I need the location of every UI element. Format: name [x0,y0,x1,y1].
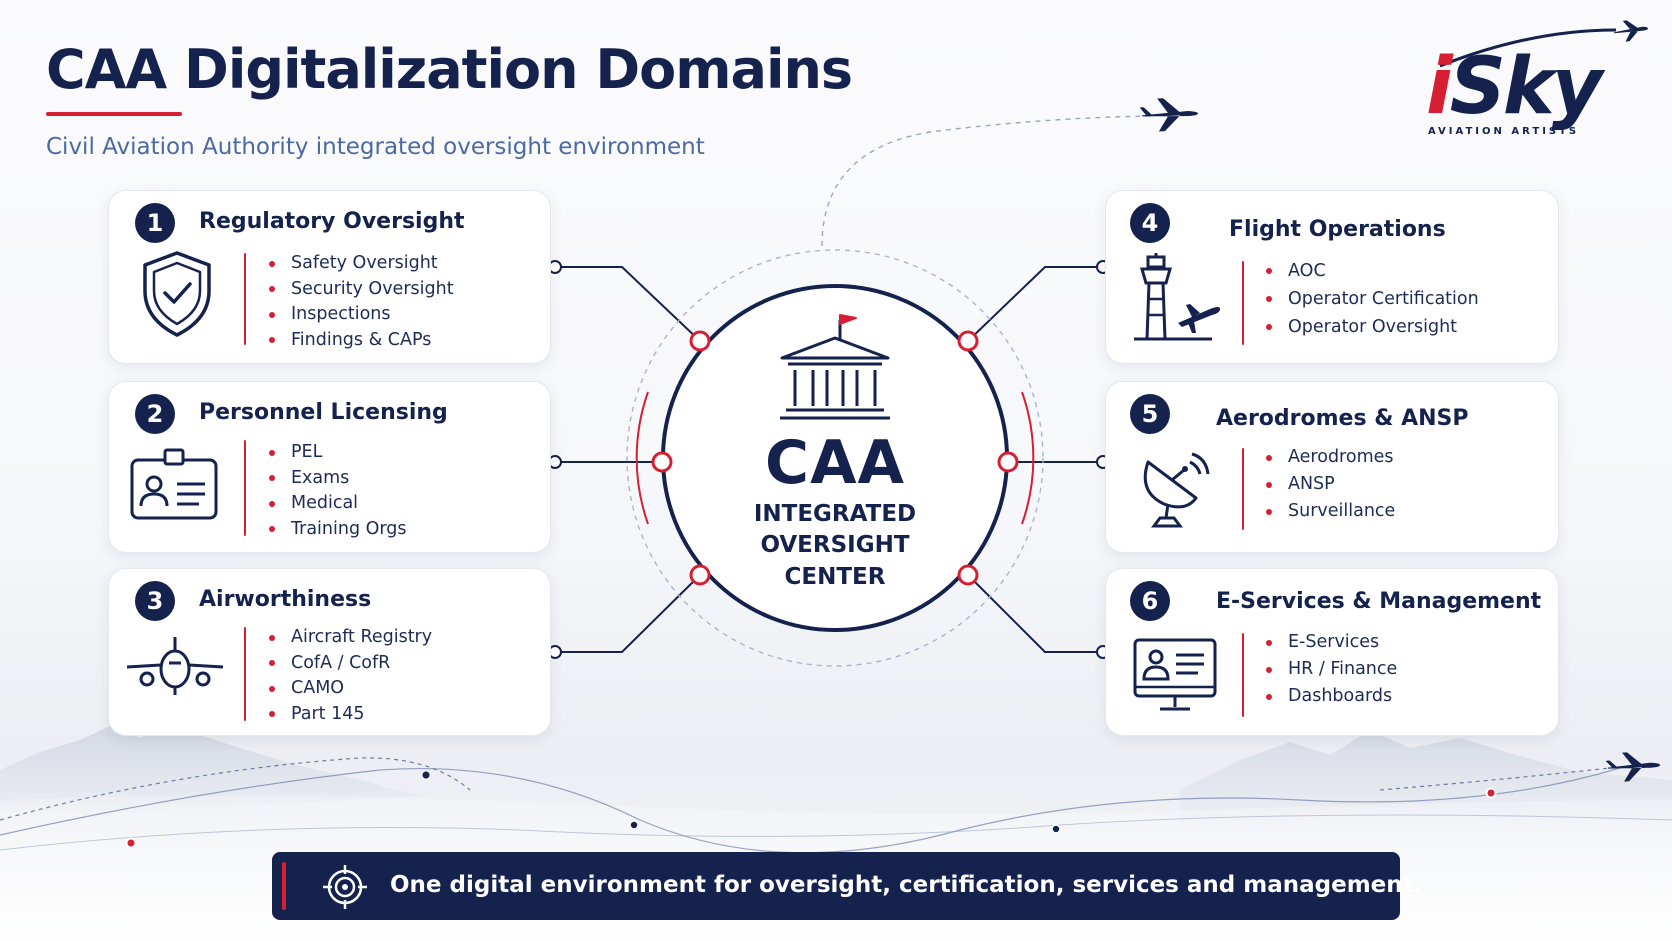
banner-accent-bar [282,862,286,910]
list-item: Operator Certification [1266,285,1479,313]
connector-lines [555,266,1103,653]
domain-item-list: AOC Operator Certification Operator Over… [1266,257,1479,341]
plane-top-icon [1139,98,1199,132]
domain-number-badge: 3 [135,581,175,621]
list-item: Medical [269,491,407,517]
domain-title: Flight Operations [1229,217,1446,242]
domain-item-list: PEL Exams Medical Training Orgs [269,440,407,542]
list-item: E-Services [1266,629,1397,656]
domain-card-flight-operations[interactable]: 4 Flight Operations AOC Operator Certifi… [1105,190,1559,364]
domain-title: E-Services & Management [1216,589,1542,614]
list-item: PEL [269,440,407,466]
monitor-profile-icon [1133,638,1217,711]
id-card-icon [130,448,218,520]
list-item: Aerodromes [1266,444,1395,471]
list-item: Safety Oversight [269,251,454,277]
domain-card-airworthiness[interactable]: 3 Airworthiness Aircraft Registry CofA /… [108,568,551,736]
page-subtitle: Civil Aviation Authority integrated over… [46,134,705,160]
list-item: Training Orgs [269,517,407,543]
path-markers [125,771,1497,849]
domain-title: Regulatory Oversight [199,209,465,234]
connector-3 [555,574,701,653]
aircraft-front-icon [126,637,224,695]
domain-card-e-services-management[interactable]: 6 E-Services & Management E-Services HR … [1105,568,1559,736]
list-item: CAMO [269,676,432,702]
hub-right-arc [1021,391,1035,525]
domain-divider [1242,448,1244,530]
domain-card-personnel-licensing[interactable]: 2 Personnel Licensing PEL Exams Medical … [108,381,551,553]
government-building-icon [780,314,890,420]
list-item: Exams [269,466,407,492]
domain-divider [1242,261,1244,345]
isky-logo: iSky AVIATION ARTISTS [1420,18,1660,148]
list-item: Aircraft Registry [269,625,432,651]
radar-dish-icon [1143,452,1210,528]
connector-1 [555,266,701,342]
domain-card-regulatory-oversight[interactable]: 1 Regulatory Oversight Safety Oversight … [108,190,551,364]
list-item: Operator Oversight [1266,313,1479,341]
domain-divider [244,253,246,345]
hub-subtitle-line-1: INTEGRATED [753,501,917,527]
list-item: Findings & CAPs [269,328,454,354]
domain-divider [244,440,246,536]
target-crosshair-icon [323,865,367,909]
domain-item-list: Safety Oversight Security Oversight Insp… [269,251,454,353]
hub-label: CAA INTEGRATED OVERSIGHT CENTER [700,432,970,593]
connector-6 [967,574,1103,653]
list-item: Dashboards [1266,683,1397,710]
hub-outer-dashed-ring [626,249,1044,667]
domain-number-badge: 5 [1130,394,1170,434]
domain-item-list: E-Services HR / Finance Dashboards [1266,629,1397,710]
domain-title: Aerodromes & ANSP [1216,406,1469,431]
hub-title: CAA [765,428,905,498]
hub-subtitle-line-3: CENTER [784,563,886,590]
logo-wordmark: iSky [1426,42,1603,132]
list-item: Security Oversight [269,277,454,303]
domain-divider [1242,633,1244,717]
list-item: ANSP [1266,471,1395,498]
domain-number-badge: 2 [135,394,175,434]
domain-title: Airworthiness [199,587,372,612]
title-underline [46,112,182,116]
page-title: CAA Digitalization Domains [46,38,853,101]
connector-4 [967,266,1103,342]
banner-message: One digital environment for oversight, c… [390,872,1423,898]
shield-check-icon [143,251,211,337]
list-item: HR / Finance [1266,656,1397,683]
list-item: AOC [1266,257,1479,285]
hub-connection-nodes [651,330,1019,586]
control-tower-icon [1134,253,1220,341]
domain-number-badge: 1 [135,203,175,243]
domain-number-badge: 4 [1130,203,1170,243]
bottom-banner: One digital environment for oversight, c… [272,852,1422,920]
domain-item-list: Aircraft Registry CofA / CofR CAMO Part … [269,625,432,727]
plane-right-icon [1605,752,1661,782]
hub-subtitle-line-2: OVERSIGHT [760,532,910,559]
list-item: Part 145 [269,702,432,728]
domain-item-list: Aerodromes ANSP Surveillance [1266,444,1395,525]
hub-left-arc [635,391,649,525]
domain-title: Personnel Licensing [199,400,448,425]
logo-swoosh-plane-icon [1439,20,1648,68]
list-item: Inspections [269,302,454,328]
list-item: CofA / CofR [269,651,432,677]
domain-divider [244,627,246,721]
list-item: Surveillance [1266,498,1395,525]
domain-card-aerodromes-ansp[interactable]: 5 Aerodromes & ANSP Aerodromes ANSP Surv… [1105,381,1559,553]
logo-tagline: AVIATION ARTISTS [1428,126,1580,137]
domain-number-badge: 6 [1130,581,1170,621]
